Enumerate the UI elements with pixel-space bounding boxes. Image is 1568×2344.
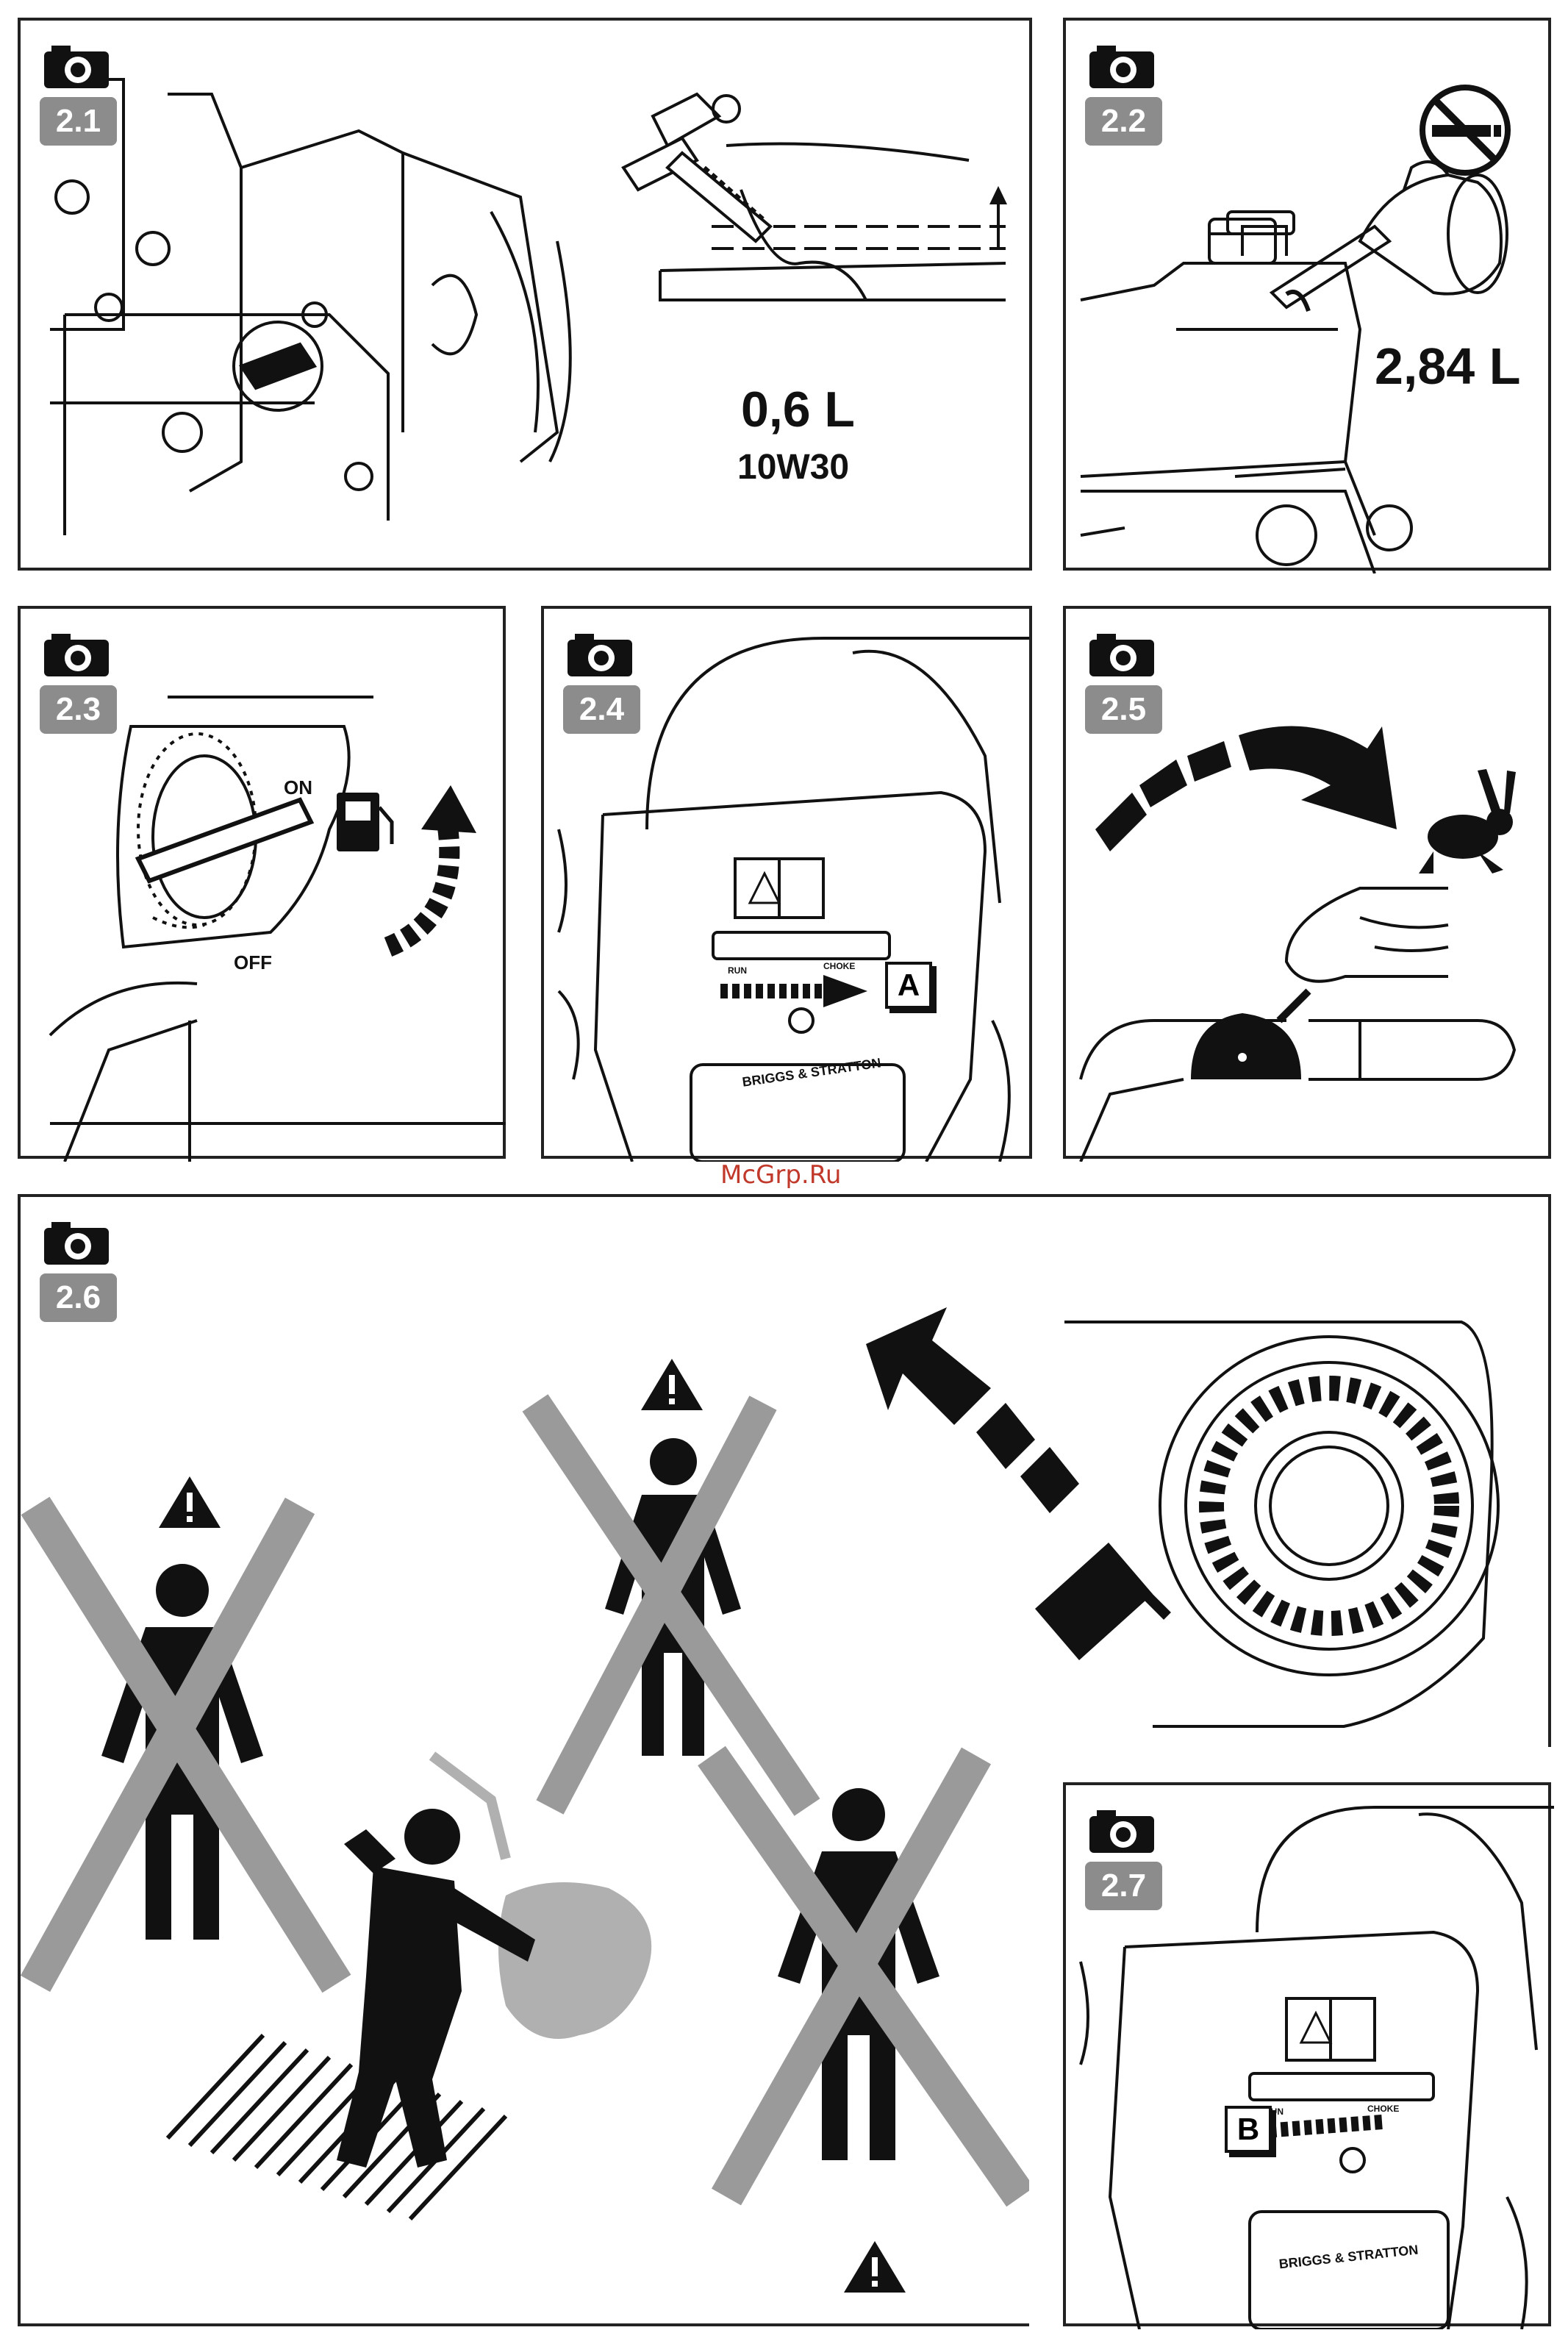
step-badge: 2.5 <box>1085 685 1162 734</box>
panel-2-5: 2.5 <box>1063 606 1551 1159</box>
watermark: McGrp.Ru <box>720 1160 841 1190</box>
callout-b: B <box>1225 2106 1272 2153</box>
callout-a: A <box>885 962 932 1009</box>
camera-icon <box>1085 629 1159 681</box>
engine-oil-illustration <box>21 21 1035 574</box>
lever-choke-text: CHOKE <box>823 961 855 971</box>
warning-icon <box>844 2241 906 2293</box>
panel-2-7: BRIGGS & STRATTON RUN CHOKE 2.7 B <box>1063 1782 1551 2326</box>
camera-icon <box>1085 1806 1159 1857</box>
step-badge: 2.7 <box>1085 1862 1162 1910</box>
panel-2-2: 2.2 2,84 L <box>1063 18 1551 571</box>
step-badge: 2.1 <box>40 97 117 146</box>
valve-on-label: ON <box>284 776 312 799</box>
step-badge: 2.2 <box>1085 97 1162 146</box>
panel-2-4: BRIGGS & STRATTON RUN CHOKE 2.4 A <box>541 606 1032 1159</box>
camera-icon <box>1085 41 1159 93</box>
lever-choke-text: CHOKE <box>1367 2104 1399 2114</box>
step-badge: 2.6 <box>40 1273 117 1322</box>
step-badge: 2.4 <box>563 685 640 734</box>
brand-text: BRIGGS & STRATTON <box>1278 2243 1419 2272</box>
oil-volume: 0,6 L <box>741 381 855 438</box>
panel-2-3: 2.3 ON OFF <box>18 606 506 1159</box>
brand-text: BRIGGS & STRATTON <box>741 1055 881 1089</box>
lever-run-text: RUN <box>728 965 747 976</box>
camera-icon <box>40 629 113 681</box>
rabbit-icon <box>1419 769 1516 873</box>
camera-icon <box>40 41 113 93</box>
step-badge: 2.3 <box>40 685 117 734</box>
no-smoking-icon <box>1417 82 1513 178</box>
panel-2-1: 2.1 0,6 L 10W30 <box>18 18 1032 571</box>
valve-off-label: OFF <box>234 951 272 974</box>
warning-icon <box>159 1476 221 1528</box>
warning-icon <box>641 1359 703 1410</box>
fuel-volume: 2,84 L <box>1375 337 1520 396</box>
camera-icon <box>563 629 637 681</box>
camera-icon <box>40 1218 113 1269</box>
oil-grade: 10W30 <box>737 447 849 487</box>
